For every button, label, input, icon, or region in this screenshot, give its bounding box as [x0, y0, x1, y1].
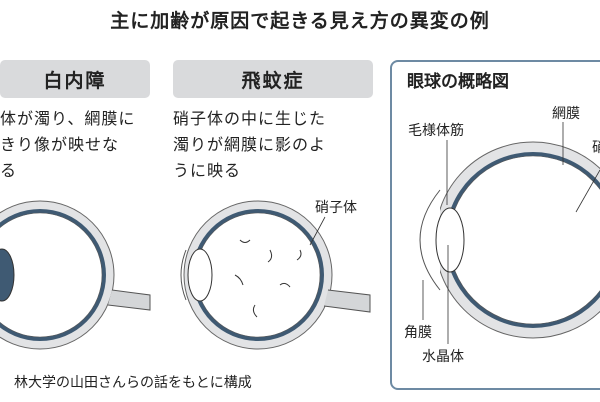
- cataract-eye: [0, 200, 151, 350]
- label-lens: 水晶体: [422, 349, 464, 365]
- anatomy-eye: [419, 122, 600, 344]
- cataract-description: 体が濁り、網膜に きり像が映せな る: [0, 109, 136, 180]
- diagram-title: 眼球の概略図: [407, 72, 509, 92]
- header-cataract: 白内障: [0, 60, 150, 98]
- floaters-description: 硝子体の中に生じた 濁りが網膜に影のよ うに映る: [173, 109, 327, 180]
- label-ciliary-muscle: 毛様体筋: [408, 123, 464, 139]
- source-credit: 林大学の山田さんらの話をもとに構成: [14, 375, 252, 391]
- label-vitreous-cropped: 硝: [592, 140, 600, 156]
- label-vitreous: 硝子体: [315, 200, 357, 216]
- floaters-eye: [180, 200, 371, 350]
- page-title: 主に加齢が原因で起きる見え方の異変の例: [110, 10, 490, 32]
- label-cornea: 角膜: [404, 325, 432, 341]
- label-retina: 網膜: [552, 106, 580, 122]
- eye-diagram-box: [390, 60, 600, 390]
- header-floaters: 飛蚊症: [173, 60, 373, 98]
